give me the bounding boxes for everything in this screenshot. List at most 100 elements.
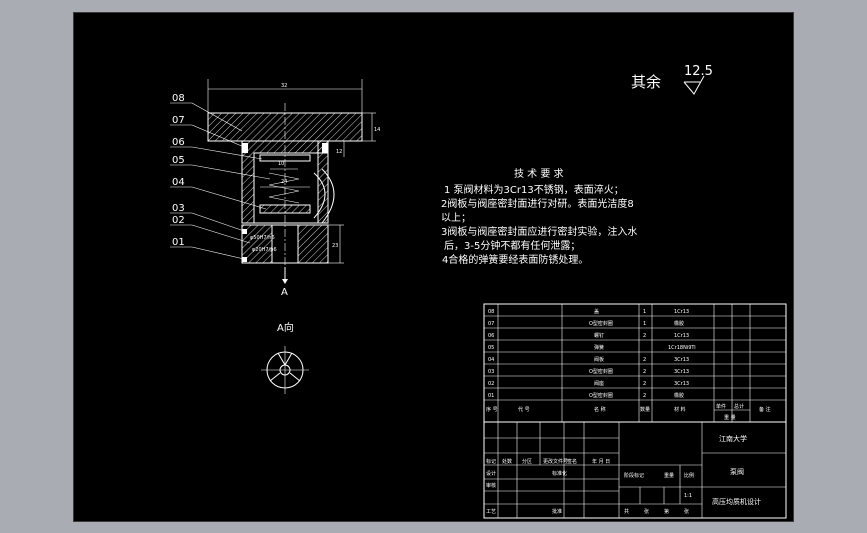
bom-no-6: 02 [488, 381, 494, 387]
title-scale-label: 比例 [684, 472, 694, 479]
leader-lines [170, 102, 271, 260]
part-label-08: 08 [172, 93, 185, 104]
bom-mat-0: 1Cr13 [674, 309, 689, 315]
title-stage-mark: 阶段标记 [624, 472, 644, 479]
seal-01 [242, 257, 247, 262]
part-label-05: 05 [172, 155, 185, 166]
bom-name-4: 阀板 [594, 356, 604, 363]
bom-mat-6: 3Cr13 [674, 381, 689, 387]
title-col-sign: 签名 [567, 458, 577, 465]
title-col-date: 年 月 日 [592, 458, 610, 465]
bom-qty-0: 1 [643, 309, 646, 315]
title-weight: 重量 [664, 472, 674, 479]
section-mark: A [281, 287, 288, 298]
part-label-03: 03 [172, 203, 185, 214]
bom-header-code: 代 号 [518, 406, 530, 413]
title-part-name: 泵阀 [730, 467, 744, 476]
bom-no-1: 07 [488, 321, 494, 327]
bom-no-7: 01 [488, 393, 494, 399]
bom-mat-5: 3Cr13 [674, 369, 689, 375]
bom-header-qty: 数量 [640, 406, 650, 413]
bom-no-0: 08 [488, 309, 494, 315]
bom-name-2: 螺钉 [594, 332, 604, 339]
bom-header-unit-weight: 单件 [716, 403, 726, 410]
spring-05 [268, 172, 300, 204]
title-col-count: 处数 [502, 458, 512, 465]
title-col-mark: 标记 [486, 458, 496, 465]
tech-req-line-5: 后，3-5分钟不都有任何泄露； [444, 239, 580, 252]
bom-no-3: 05 [488, 345, 494, 351]
bom-qty-7: 2 [643, 393, 646, 399]
bom-name-5: O型密封圈 [589, 368, 613, 375]
roughness-icon [683, 75, 705, 95]
title-col-zone: 分区 [522, 458, 532, 465]
fit-dimension-2: φ20H7/p6 [252, 247, 277, 253]
bom-qty-4: 2 [643, 357, 646, 363]
part-label-07: 07 [172, 115, 185, 126]
dimension-bottom-height: 23 [332, 243, 338, 249]
title-row-review: 审核 [486, 482, 496, 489]
bom-mat-7: 橡胶 [674, 392, 684, 399]
tech-req-line-6: 4合格的弹簧要经表面防锈处理。 [442, 253, 588, 266]
dimension-right-small: 12 [336, 149, 342, 155]
bom-qty-2: 2 [643, 333, 646, 339]
bom-name-0: 盖 [594, 308, 599, 315]
title-school: 江南大学 [719, 434, 747, 443]
tech-req-line-4: 3阀板与阀座密封面应进行密封实验，注入水 [441, 225, 637, 238]
title-standardization: 标准化 [552, 470, 567, 477]
title-approve: 批准 [552, 508, 562, 515]
bom-header-weight: 重 量 [724, 414, 736, 421]
bom-no-5: 03 [488, 369, 494, 375]
title-project: 高压均质机设计 [712, 497, 761, 506]
seal-03 [242, 229, 247, 234]
dimension-inner: 10 [278, 161, 284, 167]
bom-header-remark: 备 注 [759, 406, 771, 413]
part-label-06: 06 [172, 137, 185, 148]
bom-mat-3: 1Cr18Ni9Ti [668, 345, 696, 351]
bom-header-material: 材 料 [674, 406, 686, 413]
title-sheet-no: 第 [664, 508, 669, 515]
part-label-04: 04 [172, 177, 185, 188]
fit-dimension-1: φ50H7/h6 [250, 235, 275, 241]
title-sheet-unit-2: 张 [684, 508, 689, 515]
bom-mat-2: 1Cr13 [674, 333, 689, 339]
bom-header-no: 序 号 [486, 406, 498, 413]
bom-name-3: 弹簧 [594, 344, 604, 351]
tech-req-line-1: 1 泵阀材料为3Cr13不锈钢，表面淬火； [444, 183, 624, 196]
tech-req-title: 技 术 要 求 [514, 167, 564, 180]
technical-requirements: 技 术 要 求 1 泵阀材料为3Cr13不锈钢，表面淬火； 2阀板与阀座密封面进… [441, 167, 637, 266]
bom-qty-6: 2 [643, 381, 646, 387]
bom-header-name: 名 称 [594, 406, 606, 413]
bom-name-1: O型密封圈 [589, 320, 613, 327]
view-a-label: A向 [277, 321, 294, 334]
bom-header-total-weight: 总计 [734, 403, 744, 410]
title-block: 标记 处数 分区 更改文件号 签名 年 月 日 设计 标准化 审核 工艺 批准 … [483, 421, 787, 519]
dimension-top-width: 32 [281, 83, 287, 89]
bom-mat-1: 橡胶 [674, 320, 684, 327]
title-scale-value: 1:1 [684, 493, 692, 499]
bom-qty-5: 2 [643, 369, 646, 375]
tech-req-line-2: 2阀板与阀座密封面进行对研。表面光洁度8 [441, 197, 634, 210]
title-col-docno: 更改文件号 [543, 458, 568, 465]
technical-drawing: 其余 12.5 32 14 12 10 24 [170, 64, 787, 519]
bom-no-2: 06 [488, 333, 494, 339]
surface-finish-symbol: 其余 12.5 [631, 64, 713, 95]
tech-req-line-3: 以上； [441, 212, 471, 224]
part-label-01: 01 [172, 237, 185, 248]
drawing-sheet: 其余 12.5 32 14 12 10 24 [73, 12, 794, 522]
title-sheet-unit-1: 张 [644, 508, 649, 515]
title-row-design: 设计 [486, 470, 496, 477]
bom-mat-4: 3Cr13 [674, 357, 689, 363]
assembly-section-view: 32 14 12 10 24 φ50H7/h6 [170, 79, 380, 298]
bill-of-materials: 08 盖 1 1Cr13 07 O型密封圈 1 橡胶 06 螺钉 2 1Cr13… [483, 303, 787, 423]
title-sheet-total: 共 [624, 508, 629, 515]
bom-name-6: 阀座 [594, 380, 604, 387]
title-row-process: 工艺 [486, 509, 496, 515]
part-label-02: 02 [172, 215, 185, 226]
surface-finish-value: 12.5 [684, 64, 713, 79]
seal-07 [242, 143, 248, 153]
bom-no-4: 04 [488, 357, 494, 363]
bom-qty-1: 1 [643, 321, 646, 327]
view-a-direction: A向 [261, 321, 309, 394]
dimension-right-height: 14 [374, 127, 380, 133]
